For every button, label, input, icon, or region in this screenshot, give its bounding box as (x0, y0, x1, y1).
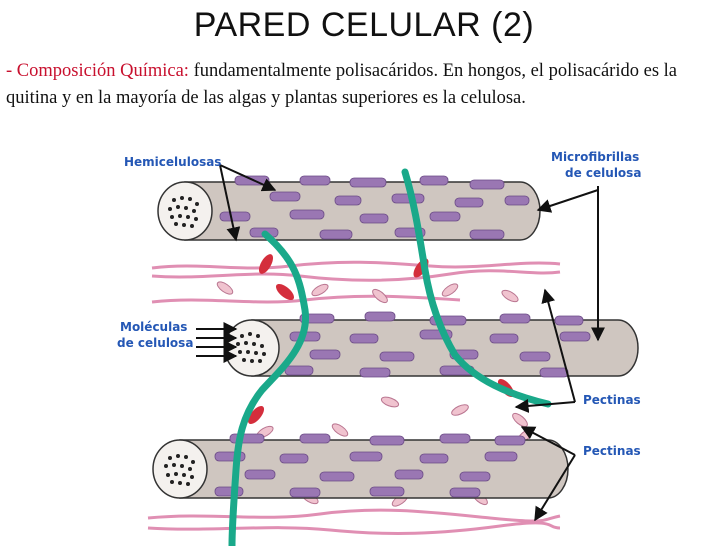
label-moleculas-line1: Moléculas (120, 320, 187, 334)
label-arrows (196, 164, 605, 522)
label-microfibrillas-line1: Microfibrillas (551, 150, 639, 164)
cellulose-molecules-bottom (164, 454, 195, 486)
cellulose-molecules-top (168, 196, 199, 228)
microfibril-bottom (152, 439, 569, 499)
label-microfibrillas-line2: de celulosa (565, 166, 641, 180)
intro-paragraph: - Composición Química: fundamentalmente … (6, 58, 724, 112)
pink-strand-1 (151, 260, 561, 270)
label-hemicelulosas: Hemicelulosas (124, 155, 221, 169)
green-strands (228, 168, 552, 546)
page-title: PARED CELULAR (2) (193, 6, 535, 44)
hemicellulose-blocks (214, 175, 591, 498)
green-strand-right (401, 168, 552, 408)
cell-wall-diagram: Hemicelulosas Microfibrillas de celulosa… (117, 150, 641, 546)
pink-strand-4 (147, 508, 561, 523)
intro-lead: - Composición Química: (6, 61, 189, 81)
label-moleculas-line2: de celulosa (117, 336, 193, 350)
pectin-strands (147, 260, 561, 535)
label-pectinas-2: Pectinas (583, 444, 641, 458)
pink-strand-5 (147, 521, 561, 535)
label-pectinas-1: Pectinas (583, 393, 641, 407)
intro-text: fundamentalmente polisacáridos. En hongo… (6, 61, 677, 108)
microfibril-middle (224, 319, 639, 377)
pink-strand-2 (151, 269, 561, 282)
green-strand-left (228, 230, 310, 546)
